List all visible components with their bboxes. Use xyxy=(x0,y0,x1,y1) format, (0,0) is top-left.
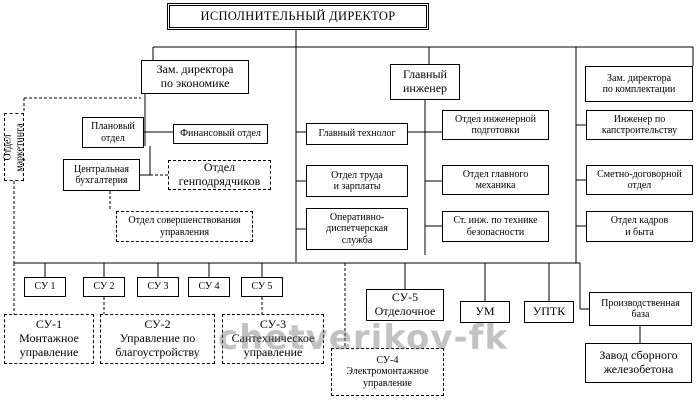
node-su2: СУ-2 Управление по благоустройству xyxy=(100,314,215,364)
node-chief-technologist: Главный технолог xyxy=(306,123,408,145)
node-su4-small: СУ 4 xyxy=(188,277,230,297)
node-deputy-supply: Зам. директора по комплектации xyxy=(585,66,693,102)
node-concrete-plant: Завод сборного железобетона xyxy=(585,343,692,383)
node-um: УМ xyxy=(460,301,510,323)
node-improvement: Отдел совершенствования управления xyxy=(116,211,253,242)
node-su2-small: СУ 2 xyxy=(83,277,125,297)
node-safety-engineer: Ст. инж. по технике безопасности xyxy=(442,211,549,242)
node-hr: Отдел кадров и быта xyxy=(586,211,693,242)
node-su3: СУ-3 Сантехническое управление xyxy=(222,314,324,364)
node-production-base: Производственная база xyxy=(589,292,692,326)
node-labor-wages: Отдел труда и зарплаты xyxy=(306,165,408,197)
node-chief-mechanic: Отдел главного механика xyxy=(442,165,549,195)
node-su3-small: СУ 3 xyxy=(137,277,179,297)
node-finance: Финансовый отдел xyxy=(173,124,268,144)
node-deputy-economics: Зам. директора по экономике xyxy=(141,60,249,94)
node-ceo: ИСПОЛНИТЕЛЬНЫЙ ДИРЕКТОР xyxy=(167,3,429,30)
node-capital-construction: Инженер по капстроительству xyxy=(586,110,693,140)
node-su5: СУ-5 Отделочное xyxy=(366,289,444,321)
node-planning: Плановый отдел xyxy=(82,117,144,148)
node-eng-preparation: Отдел инженерной подготовки xyxy=(442,110,549,140)
node-marketing-label: Отдел маркетинга xyxy=(2,122,26,172)
node-estimates-contracts: Сметно-договорной отдел xyxy=(586,165,693,195)
node-su1: СУ-1 Монтажное управление xyxy=(4,314,94,364)
node-uptk: УПТК xyxy=(524,301,574,323)
node-chief-engineer: Главный инженер xyxy=(390,64,460,100)
node-marketing: Отдел маркетинга xyxy=(2,113,26,181)
node-gencontractors: Отдел генподрядчиков xyxy=(168,160,271,190)
node-accounting: Центральная бухгалтерия xyxy=(63,159,140,191)
node-su1-small: СУ 1 xyxy=(24,277,66,297)
node-dispatch: Оперативно- диспетчерская служба xyxy=(306,208,408,250)
node-su4: СУ-4 Электромонтажное управление xyxy=(331,348,444,396)
node-su5-small: СУ 5 xyxy=(241,277,283,297)
